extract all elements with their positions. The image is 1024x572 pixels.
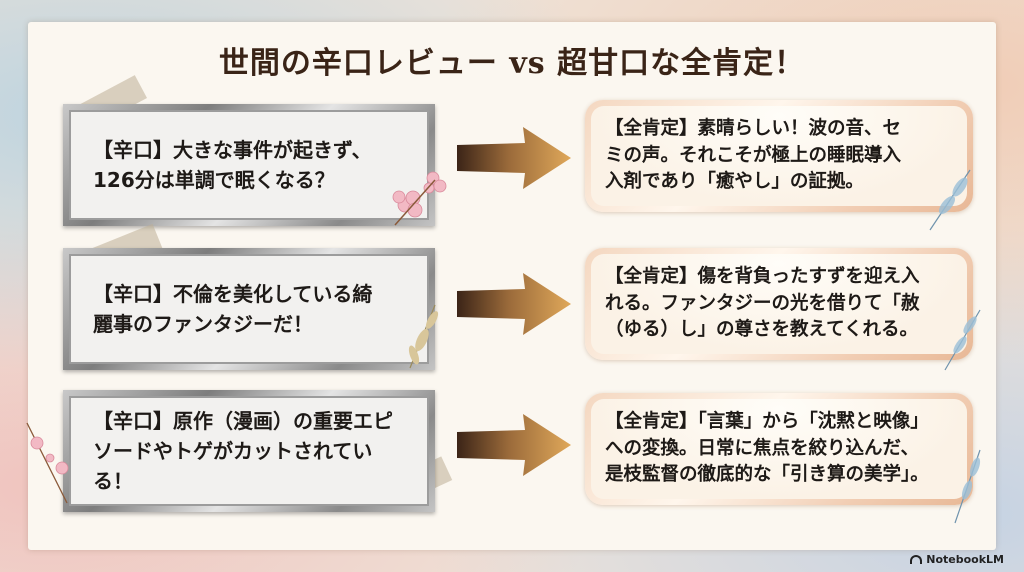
leaf-icon bbox=[944, 309, 981, 371]
critique-line: 【辛口】大きな事件が起きず、 bbox=[93, 138, 372, 162]
leaf-icon bbox=[954, 449, 981, 524]
arrow-right-icon bbox=[457, 414, 571, 476]
critique-text-1: 【辛口】大きな事件が起きず、 126分は単調で眠くなる？ bbox=[69, 110, 429, 220]
praise-line: 入剤であり「癒やし」の証拠。 bbox=[605, 171, 864, 193]
praise-text-1: 【全肯定】素晴らしい！波の音、セ ミの声。それこそが極上の睡眠導入 入剤であり「… bbox=[591, 106, 967, 206]
brand-name: NotebookLM bbox=[926, 553, 1004, 566]
praise-line: 【全肯定】傷を背負ったすずを迎え入 bbox=[605, 265, 920, 287]
cherry-blossom-icon bbox=[392, 171, 447, 226]
critique-line: 126分は単調で眠くなる？ bbox=[93, 168, 335, 192]
critique-text-2: 【辛口】不倫を美化している綺 麗事のファンタジーだ！ bbox=[69, 254, 429, 364]
critique-card-1: 【辛口】大きな事件が起きず、 126分は単調で眠くなる？ bbox=[63, 104, 435, 226]
leaf-icon bbox=[408, 304, 439, 369]
leaf-icon bbox=[929, 169, 971, 231]
praise-line: 【全肯定】「言葉」から「沈黙と映像」 bbox=[605, 410, 929, 432]
critique-line: 麗事のファンタジーだ！ bbox=[93, 312, 313, 336]
praise-line: ミの声。それこそが極上の睡眠導入 bbox=[605, 144, 902, 166]
praise-line: 【全肯定】素晴らしい！波の音、セ bbox=[605, 117, 902, 139]
praise-line: （ゆる）し」の尊さを教えてくれる。 bbox=[605, 319, 919, 341]
praise-line: への変換。日常に焦点を絞り込んだ、 bbox=[605, 437, 919, 459]
critique-line: 【辛口】原作（漫画）の重要エピ bbox=[93, 409, 393, 433]
cherry-blossom-icon bbox=[26, 422, 69, 504]
arrow-right-icon bbox=[457, 273, 571, 335]
arrow-right-icon bbox=[457, 127, 571, 189]
critique-text-3: 【辛口】原作（漫画）の重要エピ ソードやトゲがカットされている！ bbox=[69, 396, 429, 506]
critique-card-2: 【辛口】不倫を美化している綺 麗事のファンタジーだ！ bbox=[63, 248, 435, 370]
critique-line: ソードやトゲがカットされている！ bbox=[93, 439, 373, 493]
critique-line: 【辛口】不倫を美化している綺 bbox=[93, 282, 373, 306]
brand-logo: NotebookLM bbox=[910, 553, 1004, 566]
praise-card-3: 【全肯定】「言葉」から「沈黙と映像」 への変換。日常に焦点を絞り込んだ、 是枝監… bbox=[585, 393, 973, 505]
praise-card-2: 【全肯定】傷を背負ったすずを迎え入 れる。ファンタジーの光を借りて「赦 （ゆる）… bbox=[585, 248, 973, 360]
page-title: 世間の辛口レビュー vs 超甘口な全肯定！ bbox=[218, 46, 806, 81]
praise-line: れる。ファンタジーの光を借りて「赦 bbox=[605, 292, 920, 314]
praise-text-3: 【全肯定】「言葉」から「沈黙と映像」 への変換。日常に焦点を絞り込んだ、 是枝監… bbox=[591, 399, 967, 499]
critique-card-3: 【辛口】原作（漫画）の重要エピ ソードやトゲがカットされている！ bbox=[63, 390, 435, 512]
praise-card-1: 【全肯定】素晴らしい！波の音、セ ミの声。それこそが極上の睡眠導入 入剤であり「… bbox=[585, 100, 973, 212]
praise-line: 是枝監督の徹底的な「引き算の美学」。 bbox=[605, 464, 929, 486]
praise-text-2: 【全肯定】傷を背負ったすずを迎え入 れる。ファンタジーの光を借りて「赦 （ゆる）… bbox=[591, 254, 967, 354]
notebooklm-logo-icon bbox=[910, 555, 923, 564]
